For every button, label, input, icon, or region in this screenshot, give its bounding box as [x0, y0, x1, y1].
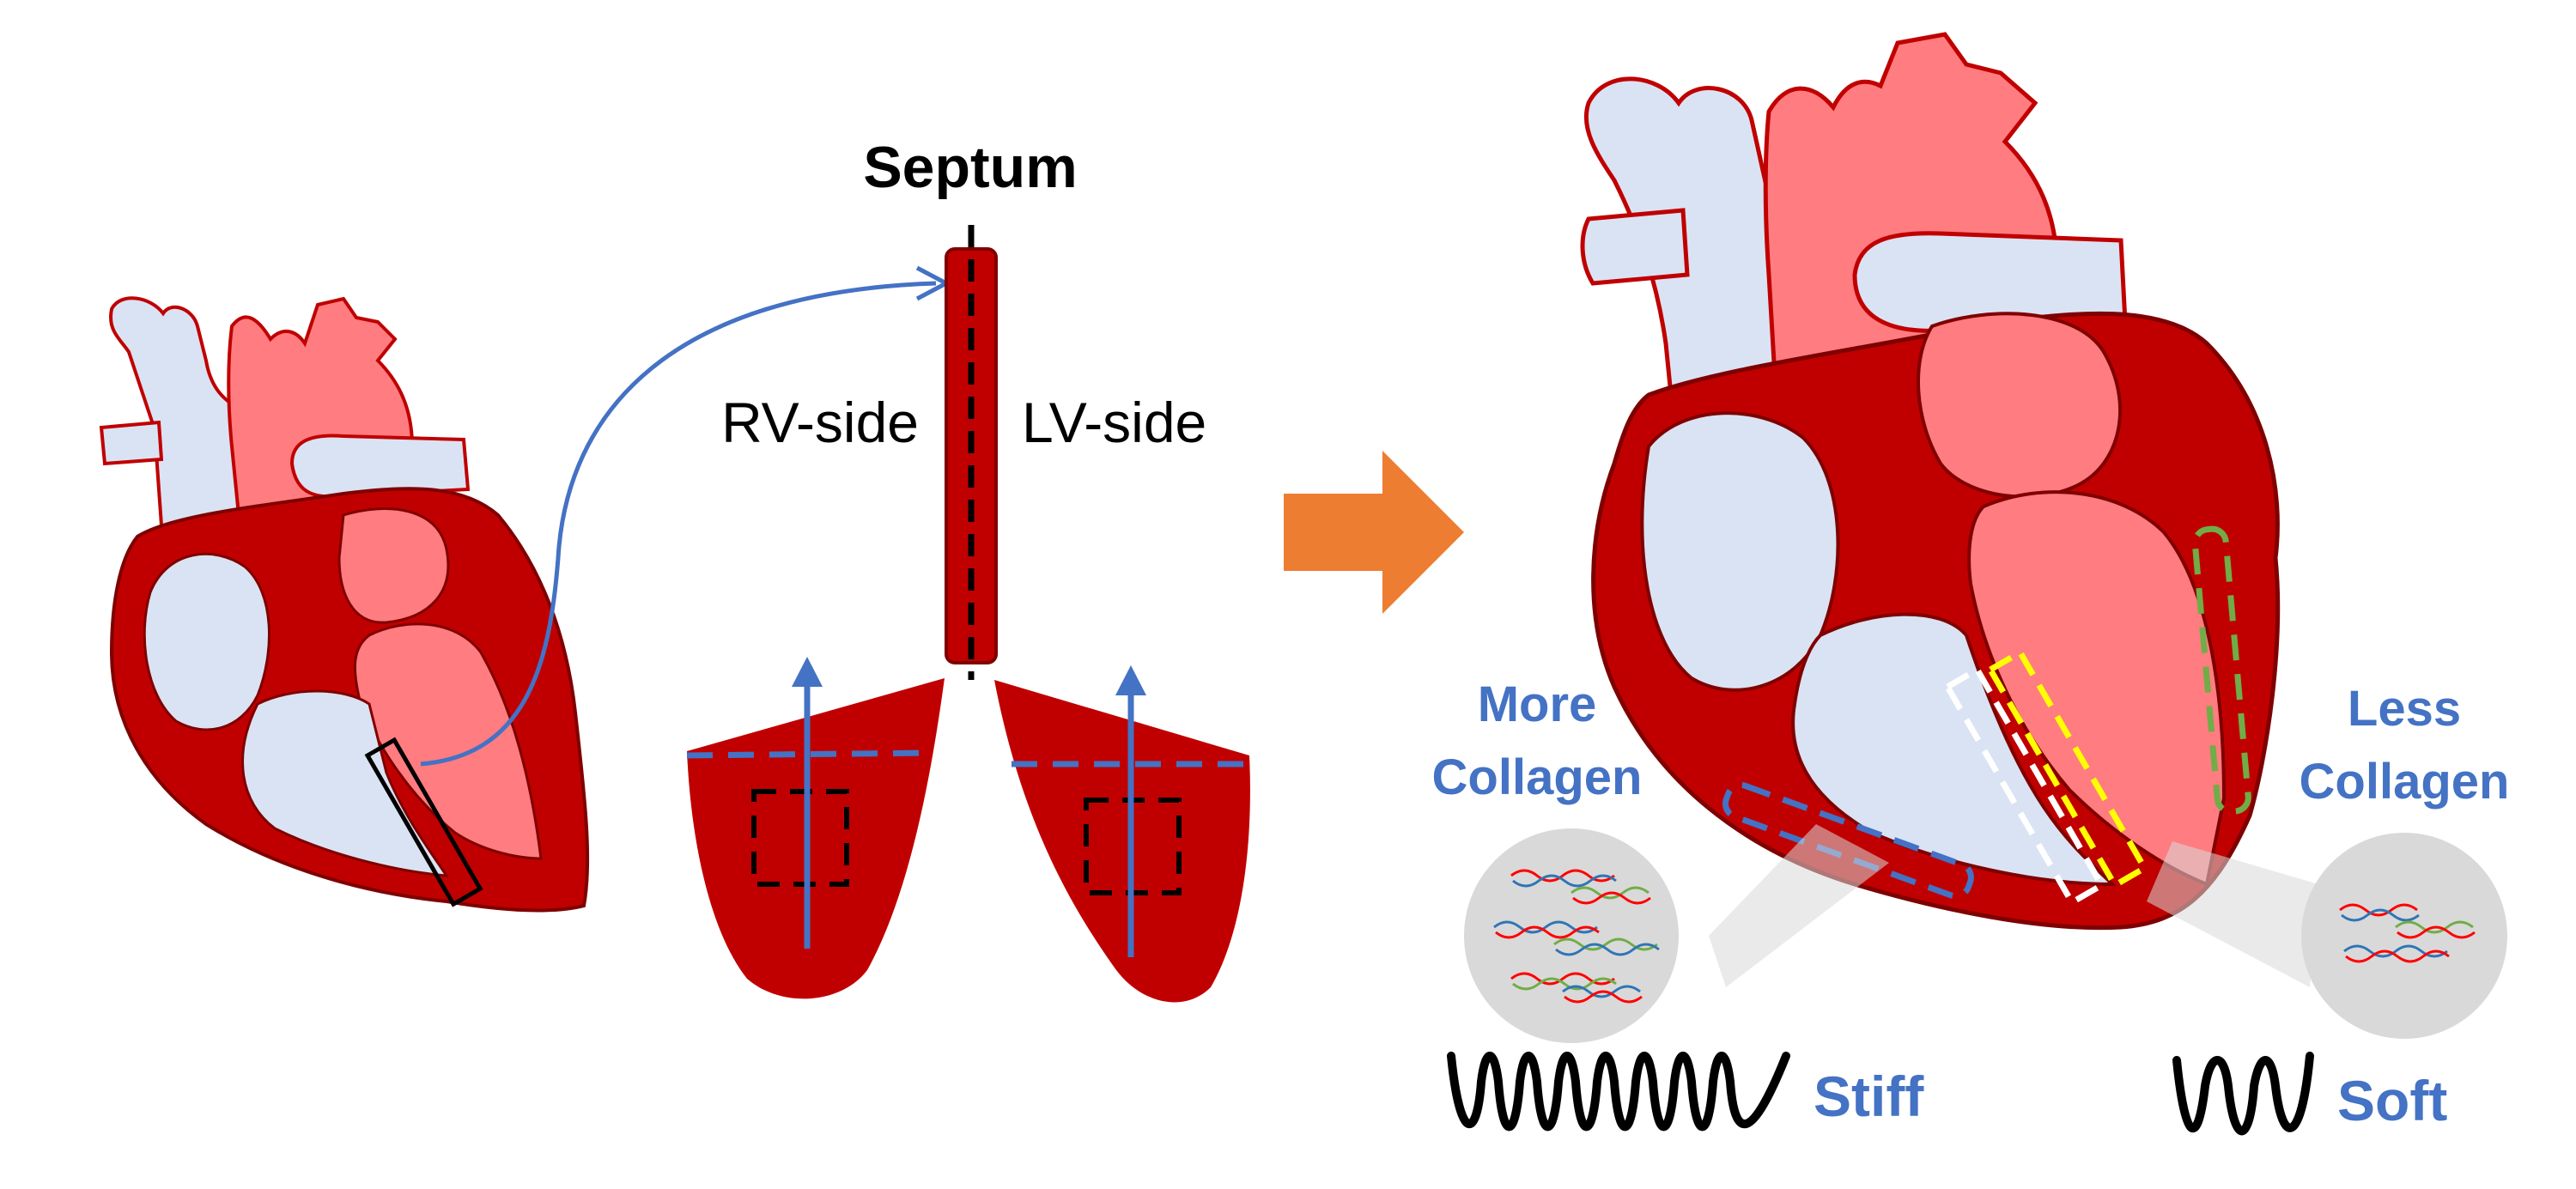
- small-heart-vessel-stub-left: [99, 420, 164, 466]
- rv-tissue-piece: [686, 657, 945, 999]
- septum-lv-strip-yellow: [1986, 648, 2149, 889]
- rv-tissue-shape: [687, 678, 945, 999]
- large-heart: [1580, 32, 2281, 931]
- septum-label: Septum: [863, 135, 1077, 200]
- septum-bar: [945, 247, 998, 664]
- right-arrow-icon: [1284, 451, 1464, 614]
- small-heart-vena-cava: [109, 296, 260, 552]
- collagen-fibers-dense: [1493, 869, 1660, 1004]
- large-heart-right-ventricle: [1791, 612, 2117, 887]
- more-collagen-label-line2: Collagen: [1432, 749, 1643, 805]
- magnifier-lv: [2147, 833, 2507, 1039]
- small-heart-sample-box: [364, 737, 483, 907]
- less-collagen-label-line2: Collagen: [2300, 754, 2510, 810]
- large-heart-vessel-stub-left: [1580, 208, 1690, 286]
- lv-free-wall-strip-green: [2191, 525, 2251, 815]
- septum-strip: [945, 225, 998, 680]
- rv-free-wall-strip-blue: [1722, 782, 1974, 900]
- rv-tissue-sample-square: [751, 789, 849, 887]
- large-heart-left-atrium: [1916, 312, 2122, 499]
- small-heart-pulmonary-branch: [289, 434, 471, 499]
- magnifier-lv-beam: [2147, 841, 2318, 987]
- spring-icon: [1447, 1052, 1790, 1131]
- magnifier-rv: [1464, 824, 1889, 1043]
- less-collagen-label-line1: Less: [2348, 681, 2461, 737]
- magnifier-rv-beam: [1709, 824, 1889, 987]
- magnifier-rv-circle: [1464, 828, 1679, 1043]
- more-collagen-label-line1: More: [1478, 676, 1597, 732]
- lv-tissue-shape: [994, 680, 1250, 1003]
- rv-fiber-arrowhead: [792, 657, 823, 687]
- stiff-label: Stiff: [1814, 1065, 1924, 1128]
- rv-side-label: RV-side: [721, 391, 919, 454]
- small-heart-right-atrium: [143, 552, 271, 731]
- small-heart-left-atrium: [337, 507, 450, 624]
- collagen-fibers-sparse: [2339, 903, 2476, 963]
- spring-icon: [2172, 1052, 2314, 1136]
- lv-side-label: LV-side: [1022, 391, 1206, 454]
- small-heart: [99, 296, 590, 913]
- septum-rv-strip-white: [1943, 665, 2106, 907]
- lv-fiber-arrowhead: [1115, 665, 1146, 695]
- large-heart-right-atrium: [1640, 411, 1840, 692]
- sample-connector-arrow: [420, 281, 937, 767]
- lv-tissue-piece: [994, 665, 1252, 1003]
- soft-label: Soft: [2337, 1069, 2447, 1132]
